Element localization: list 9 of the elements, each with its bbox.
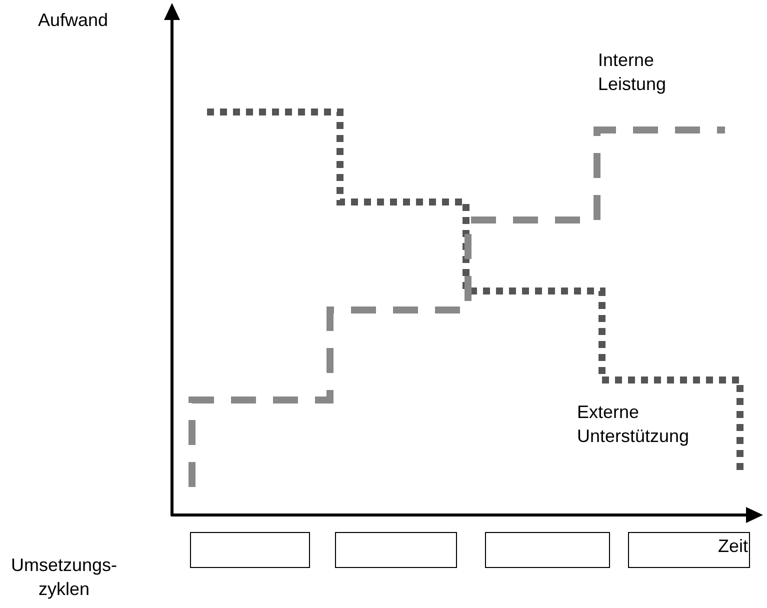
axis-label: Aufwand [38,9,110,32]
cycle-box [628,532,750,568]
cycle-box [190,532,310,568]
series-label: Interne Leistung [598,49,668,96]
row-label: Umsetzungs- zyklen [10,554,118,601]
cycle-box [485,532,610,568]
axis-label: Zeit [718,535,750,558]
series-label: Externe Unterstützung [577,401,690,448]
cycle-box [335,532,457,568]
